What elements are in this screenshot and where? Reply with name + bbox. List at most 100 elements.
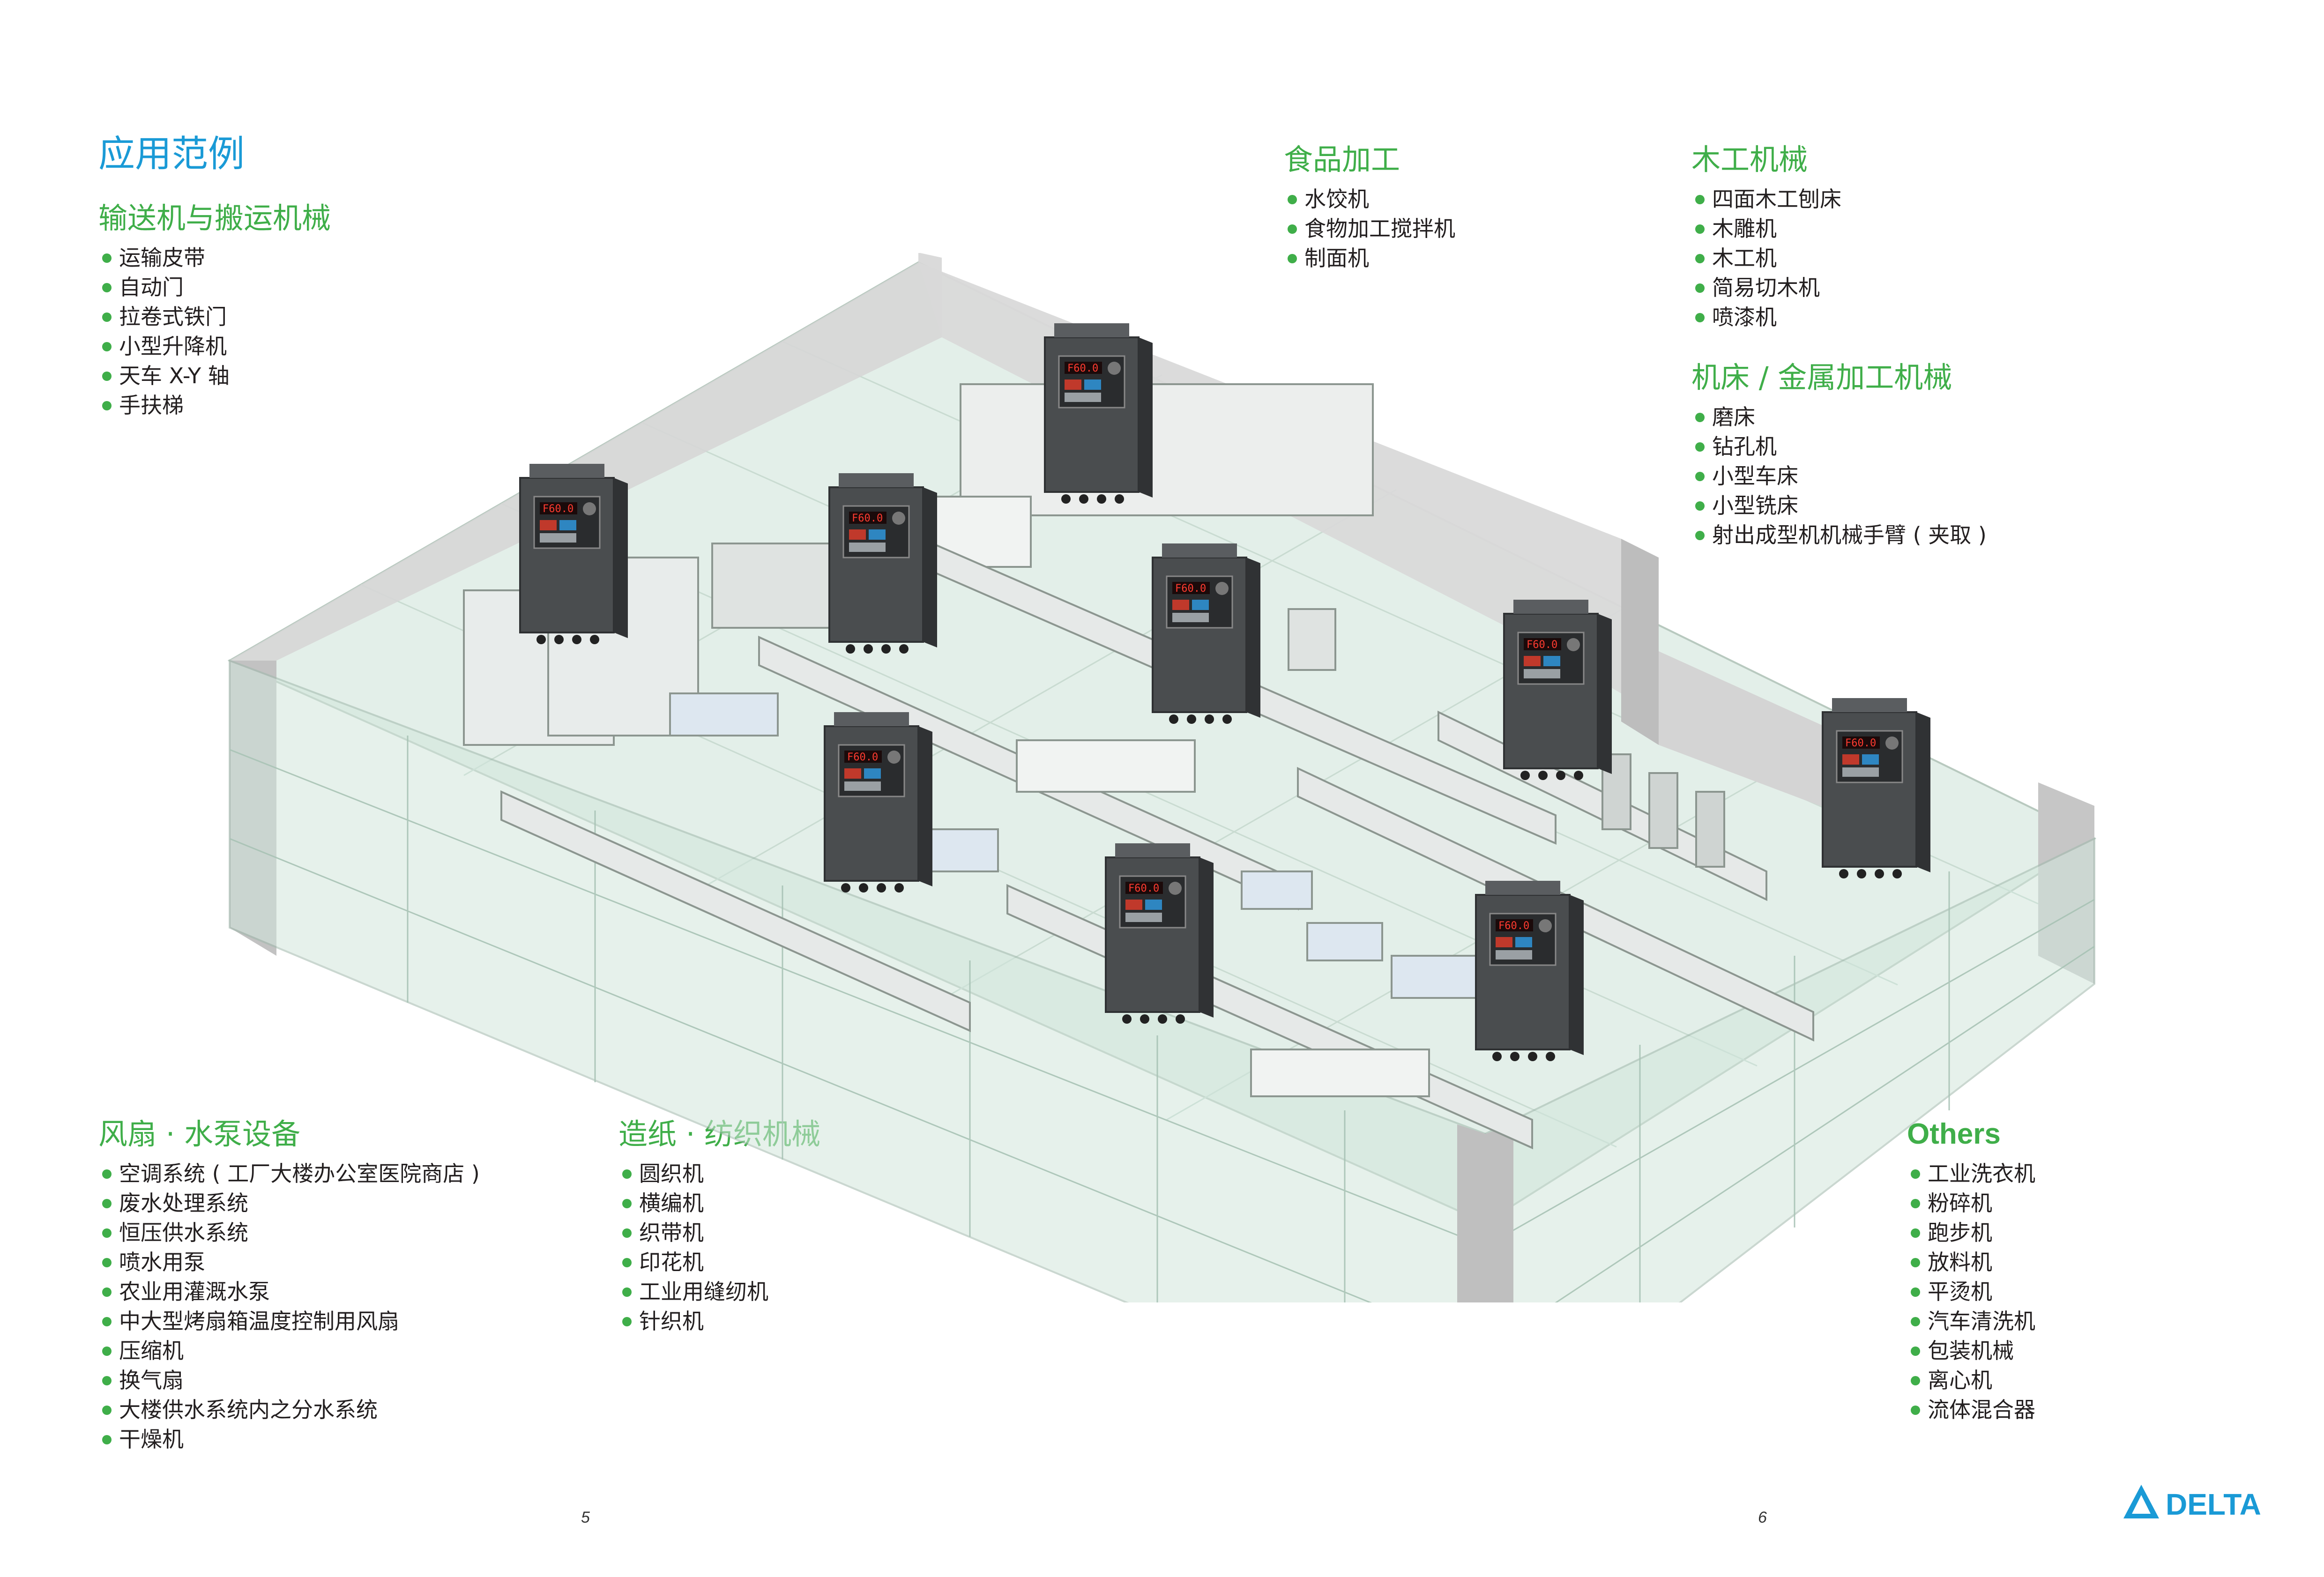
list-item-text: 织带机 (639, 1220, 704, 1246)
drive-knob-icon (1169, 882, 1182, 895)
list-item: 汽车清洗机 (1907, 1307, 2035, 1336)
bullet-dot-icon (102, 283, 112, 293)
drive-knob-icon (1567, 638, 1580, 651)
drive-display-text: F60.0 (1845, 737, 1876, 749)
list-item: 木雕机 (1691, 214, 1841, 244)
list-item: 磨床 (1691, 402, 1987, 432)
bullet-dot-icon (1288, 224, 1297, 234)
bullet-dot-icon (1695, 283, 1705, 293)
list-item: 水饺机 (1284, 185, 1455, 214)
list-item: 离心机 (1907, 1366, 2035, 1395)
list-item-text: 针织机 (639, 1309, 704, 1334)
list-item-text: 手扶梯 (119, 393, 184, 418)
list-item: 换气扇 (98, 1366, 480, 1395)
list-item-text: 天车 X-Y 轴 (119, 363, 230, 389)
bullet-dot-icon (1911, 1346, 1920, 1356)
list-item: 小型车床 (1691, 461, 1987, 491)
list-item-text: 木雕机 (1712, 216, 1777, 242)
category-list: 圆织机横编机织带机印花机工业用缝纫机针织机 (618, 1159, 820, 1336)
bullet-dot-icon (1911, 1406, 1920, 1415)
list-item: 运输皮带 (98, 243, 331, 273)
front-right-glass-wall (1484, 837, 2095, 1302)
list-item-text: 小型铣床 (1712, 493, 1798, 519)
list-item-text: 汽车清洗机 (1928, 1309, 2035, 1334)
bullet-dot-icon (1911, 1376, 1920, 1386)
category-list: 工业洗衣机粉碎机跑步机放料机平烫机汽车清洗机包装机械离心机流体混合器 (1907, 1159, 2035, 1425)
list-item: 钻孔机 (1691, 432, 1987, 461)
list-item: 平烫机 (1907, 1277, 2035, 1307)
list-item: 粉碎机 (1907, 1189, 2035, 1218)
bullet-dot-icon (1695, 224, 1705, 234)
list-item-text: 射出成型机机械手臂 ( 夹取 ) (1712, 522, 1987, 548)
list-item-text: 空调系统 ( 工厂大楼办公室医院商店 ) (119, 1161, 480, 1187)
category-list: 四面木工刨床木雕机木工机简易切木机喷漆机 (1691, 185, 1841, 332)
corner-pillar (1457, 1124, 1513, 1302)
drive-display-text: F60.0 (1498, 920, 1529, 932)
bullet-dot-icon (102, 1406, 112, 1415)
list-item: 放料机 (1907, 1248, 2035, 1277)
page-number-left: 5 (581, 1509, 590, 1526)
bullet-dot-icon (1288, 254, 1297, 264)
list-item-text: 制面机 (1304, 245, 1369, 271)
list-item: 空调系统 ( 工厂大楼办公室医院商店 ) (98, 1159, 480, 1189)
list-item-text: 食物加工搅拌机 (1304, 216, 1455, 242)
drive-knob-icon (1108, 362, 1121, 375)
ac-drive-units: F60.0F60.0F60.0F60.0F60.0F60.0F60.0F60.0… (519, 323, 1930, 1061)
category-title: 食品加工 (1284, 142, 1400, 177)
list-item-text: 大楼供水系统内之分水系统 (119, 1397, 378, 1423)
bullet-dot-icon (102, 1228, 112, 1238)
list-item: 喷漆机 (1691, 303, 1841, 332)
list-item: 压缩机 (98, 1336, 480, 1366)
factory-illustration: F60.0F60.0F60.0F60.0F60.0F60.0F60.0F60.0… (227, 253, 2097, 1302)
list-item-text: 磨床 (1712, 404, 1755, 430)
bullet-dot-icon (622, 1228, 632, 1238)
list-item: 木工机 (1691, 244, 1841, 273)
bullet-dot-icon (1911, 1287, 1920, 1297)
list-item: 恒压供水系统 (98, 1218, 480, 1248)
list-item: 横编机 (618, 1189, 820, 1218)
ac-drive-icon: F60.0 (1152, 543, 1260, 724)
ac-drive-icon: F60.0 (828, 473, 937, 654)
list-item: 印花机 (618, 1248, 820, 1277)
list-item: 射出成型机机械手臂 ( 夹取 ) (1691, 521, 1987, 550)
category-list: 运输皮带自动门拉卷式铁门小型升降机天车 X-Y 轴手扶梯 (98, 243, 331, 420)
ac-drive-icon: F60.0 (1475, 881, 1584, 1061)
category-list: 空调系统 ( 工厂大楼办公室医院商店 )废水处理系统恒压供水系统喷水用泵农业用灌… (98, 1159, 480, 1454)
ac-drive-icon: F60.0 (824, 712, 932, 893)
bullet-dot-icon (102, 253, 112, 263)
list-item: 自动门 (98, 273, 331, 302)
list-item: 食物加工搅拌机 (1284, 214, 1455, 244)
list-item: 小型升降机 (98, 332, 331, 361)
drive-knob-icon (892, 512, 905, 525)
list-item: 农业用灌溉水泵 (98, 1277, 480, 1307)
drive-display-text: F60.0 (1175, 583, 1206, 595)
drive-knob-icon (1539, 919, 1552, 932)
list-item-text: 小型升降机 (119, 334, 227, 359)
list-item-text: 自动门 (119, 275, 184, 300)
list-item: 简易切木机 (1691, 273, 1841, 303)
logo-text: DELTA (2166, 1488, 2261, 1520)
list-item: 喷水用泵 (98, 1248, 480, 1277)
drive-knob-icon (583, 502, 596, 515)
list-item: 包装机械 (1907, 1336, 2035, 1366)
ac-drive-icon: F60.0 (1822, 698, 1930, 878)
bullet-dot-icon (622, 1199, 632, 1209)
list-item: 制面机 (1284, 244, 1455, 273)
drive-display-text: F60.0 (543, 503, 574, 515)
bullet-dot-icon (102, 1376, 112, 1386)
bullet-dot-icon (102, 1169, 112, 1179)
category-title: 机床 / 金属加工机械 (1691, 360, 1952, 394)
bullet-dot-icon (1695, 442, 1705, 452)
category-machine-tool: 机床 / 金属加工机械 磨床钻孔机小型车床小型铣床射出成型机机械手臂 ( 夹取 … (1691, 361, 1987, 550)
drive-display-text: F60.0 (1128, 883, 1159, 894)
delta-logo: DELTA (2123, 1485, 2261, 1520)
category-conveyor: 输送机与搬运机械 运输皮带自动门拉卷式铁门小型升降机天车 X-Y 轴手扶梯 (98, 201, 331, 420)
list-item-text: 压缩机 (119, 1338, 184, 1364)
list-item-text: 水饺机 (1304, 186, 1369, 212)
bullet-dot-icon (1911, 1199, 1920, 1209)
list-item-text: 喷漆机 (1712, 305, 1777, 330)
list-item: 天车 X-Y 轴 (98, 361, 331, 391)
bullet-dot-icon (1911, 1169, 1920, 1179)
bullet-dot-icon (1911, 1258, 1920, 1268)
list-item-text: 农业用灌溉水泵 (119, 1279, 270, 1305)
